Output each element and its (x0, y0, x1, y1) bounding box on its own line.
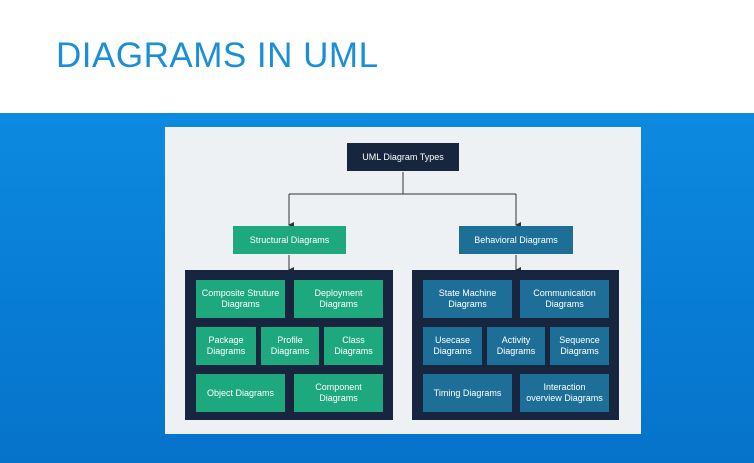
uml-diagram-types-box: UML Diagram Types (347, 143, 459, 171)
activity-diagrams-box: Activity Diagrams (487, 327, 545, 365)
composite-structure-diagrams-box: Composite Struture Diagrams (196, 280, 285, 318)
state-machine-diagrams-box: State Machine Diagrams (423, 280, 512, 318)
communication-diagrams-box: Communication Diagrams (520, 280, 609, 318)
class-diagrams-box: Class Diagrams (324, 327, 383, 365)
behavioral-diagrams-box: Behavioral Diagrams (459, 226, 573, 254)
interaction-overview-diagrams-box: Interaction overview Diagrams (520, 374, 609, 412)
component-diagrams-box: Component Diagrams (294, 374, 383, 412)
slide-title: DIAGRAMS IN UML (56, 36, 379, 75)
structural-diagrams-box: Structural Diagrams (233, 226, 346, 254)
usecase-diagrams-box: Usecase Diagrams (423, 327, 482, 365)
deployment-diagrams-box: Deployment Diagrams (294, 280, 383, 318)
package-diagrams-box: Package Diagrams (196, 327, 256, 365)
object-diagrams-box: Object Diagrams (196, 374, 285, 412)
timing-diagrams-box: Timing Diagrams (423, 374, 512, 412)
sequence-diagrams-box: Sequence Diagrams (550, 327, 609, 365)
profile-diagrams-box: Profile Diagrams (261, 327, 319, 365)
